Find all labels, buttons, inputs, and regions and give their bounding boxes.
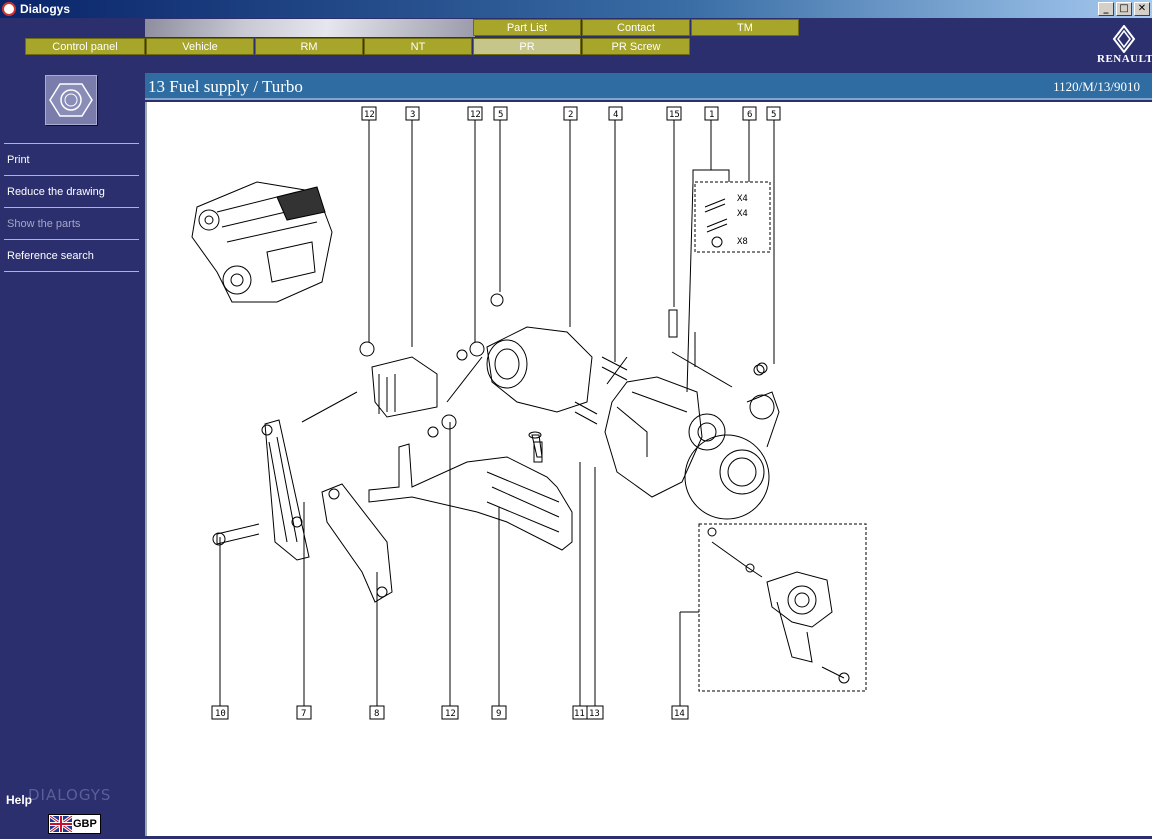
side-menu: Print Reduce the drawing Show the parts … [4, 143, 139, 272]
callout-label: 4 [613, 110, 618, 120]
kit-qty-2: X4 [737, 209, 748, 219]
drawing-reference: 1120/M/13/9010 [1053, 79, 1140, 94]
callout-label: 7 [301, 709, 306, 719]
print-button[interactable]: Print [4, 143, 139, 175]
help-link[interactable]: Help [6, 793, 33, 807]
close-button[interactable]: ✕ [1134, 2, 1150, 16]
tab-vehicle[interactable]: Vehicle [146, 38, 254, 55]
tab-nt[interactable]: NT [364, 38, 472, 55]
callout-top-1[interactable]: 12 [361, 106, 377, 121]
callout-top-8[interactable]: 1 [704, 106, 719, 121]
app-icon [2, 2, 16, 16]
tab-part-list[interactable]: Part List [473, 19, 581, 36]
kit-qty-3: X8 [737, 237, 748, 247]
callout-label: 11 [574, 709, 585, 719]
tab-rm[interactable]: RM [255, 38, 363, 55]
exploded-parts-drawing[interactable]: 12 3 12 5 2 4 15 1 6 5 X4 X4 X8 10 7 8 1… [145, 102, 1152, 836]
maximize-button[interactable]: □ [1116, 2, 1132, 16]
brand-name: RENAULT [1097, 53, 1152, 65]
tab-pr-screw[interactable]: PR Screw [582, 38, 690, 55]
kit-labels: X4 X4 X8 [737, 194, 748, 247]
reference-search-button[interactable]: Reference search [4, 239, 139, 271]
callout-top-10[interactable]: 5 [766, 106, 781, 121]
window-title: Dialogys [20, 2, 71, 16]
parts-diagram: 12 3 12 5 2 4 15 1 6 5 X4 X4 X8 10 7 8 1… [191, 106, 867, 720]
callout-bottom-7[interactable]: 13 [586, 705, 604, 720]
callout-label: 12 [445, 709, 456, 719]
uk-flag-icon [50, 816, 72, 832]
renault-diamond-icon [1112, 25, 1136, 53]
callout-bottom-2[interactable]: 7 [296, 705, 312, 720]
callout-label: 13 [589, 709, 600, 719]
kit-qty-1: X4 [737, 194, 748, 204]
page-title: 13 Fuel supply / Turbo [148, 77, 303, 96]
tab-pr[interactable]: PR [473, 38, 581, 55]
callout-label: 15 [669, 110, 680, 120]
currency-selector[interactable]: GBP [48, 814, 101, 834]
callout-label: 12 [364, 110, 375, 120]
callout-label: 1 [709, 110, 714, 120]
renault-logo: RENAULT [1097, 25, 1152, 73]
callout-top-2[interactable]: 3 [405, 106, 420, 121]
tab-contact[interactable]: Contact [582, 19, 690, 36]
currency-label: GBP [73, 818, 97, 830]
callout-label: 6 [747, 110, 752, 120]
callout-top-5[interactable]: 2 [563, 106, 578, 121]
callout-top-9[interactable]: 6 [742, 106, 757, 121]
callout-label: 8 [374, 709, 379, 719]
callout-top-7[interactable]: 15 [666, 106, 682, 121]
callout-bottom-3[interactable]: 8 [369, 705, 385, 720]
reduce-drawing-button[interactable]: Reduce the drawing [4, 175, 139, 207]
show-parts-button[interactable]: Show the parts [4, 207, 139, 239]
engine-thumbnail [191, 181, 333, 303]
callout-label: 10 [215, 709, 226, 719]
callout-label: 5 [498, 110, 503, 120]
top-navigation: Part List Contact TM Control panel Vehic… [0, 18, 1152, 73]
callout-label: 5 [771, 110, 776, 120]
dialogys-watermark: DIALOGYS [28, 786, 112, 804]
callout-top-3[interactable]: 12 [467, 106, 483, 121]
callout-bottom-8[interactable]: 14 [671, 705, 689, 720]
tab-control-panel[interactable]: Control panel [25, 38, 145, 55]
decorative-strip [145, 19, 475, 37]
callout-top-4[interactable]: 5 [493, 106, 508, 121]
content-header: 13 Fuel supply / Turbo 1120/M/13/9010 [145, 73, 1152, 100]
menu-divider [4, 271, 139, 272]
minimize-button[interactable]: _ [1098, 2, 1114, 16]
nut-icon [45, 75, 97, 125]
sidebar: Print Reduce the drawing Show the parts … [0, 73, 145, 839]
callout-label: 2 [568, 110, 573, 120]
callout-bottom-5[interactable]: 9 [491, 705, 507, 720]
callout-bottom-1[interactable]: 10 [211, 705, 229, 720]
callout-label: 9 [496, 709, 501, 719]
callout-label: 14 [674, 709, 685, 719]
callout-label: 3 [410, 110, 415, 120]
callout-label: 12 [470, 110, 481, 120]
title-bar: Dialogys _ □ ✕ [0, 0, 1152, 18]
callout-top-6[interactable]: 4 [608, 106, 623, 121]
callout-bottom-6[interactable]: 11 [572, 705, 588, 720]
callout-bottom-4[interactable]: 12 [441, 705, 459, 720]
tab-tm[interactable]: TM [691, 19, 799, 36]
